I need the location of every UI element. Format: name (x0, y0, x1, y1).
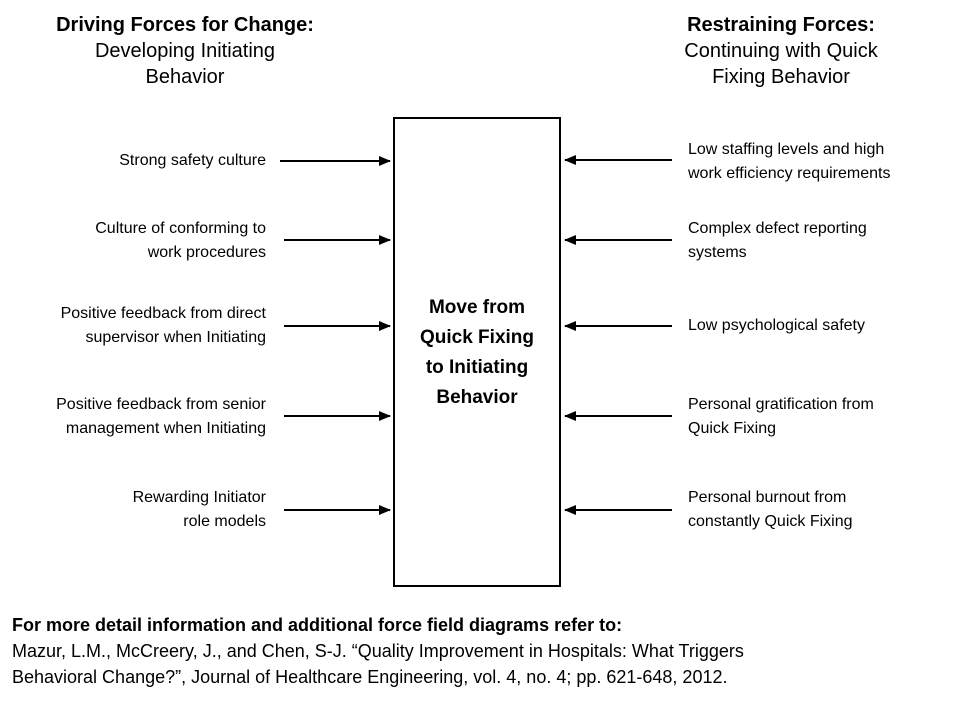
restraining-force-2-line1: Complex defect reporting (688, 220, 867, 237)
restraining-force-5: Personal burnout from constantly Quick F… (688, 486, 948, 534)
restraining-force-5-line1: Personal burnout from (688, 489, 847, 506)
change-goal-box (393, 117, 561, 587)
restraining-force-2-line2: systems (688, 244, 747, 261)
restraining-force-4: Personal gratification from Quick Fixing (688, 393, 948, 441)
driving-force-2-line2: work procedures (147, 244, 266, 261)
driving-force-2-line1: Culture of conforming to (95, 220, 266, 237)
reference-footer: For more detail information and addition… (12, 612, 952, 690)
driving-forces-header: Driving Forces for Change: Developing In… (20, 12, 350, 90)
restraining-forces-subtitle-line1: Continuing with Quick (684, 40, 878, 62)
driving-force-1: Strong safety culture (0, 149, 266, 173)
change-goal-line4: Behavior (436, 387, 518, 408)
change-goal-line2: Quick Fixing (419, 327, 535, 348)
restraining-force-5-line2: constantly Quick Fixing (688, 513, 853, 530)
driving-force-4-line2: management when Initiating (65, 420, 266, 437)
driving-force-2: Culture of conforming to work procedures (0, 217, 266, 265)
restraining-force-1-line2: work efficiency requirements (688, 165, 891, 182)
restraining-forces-header: Restraining Forces: Continuing with Quic… (616, 12, 946, 90)
driving-force-3-line2: supervisor when Initiating (85, 329, 266, 346)
restraining-force-2: Complex defect reporting systems (688, 217, 948, 265)
driving-force-5: Rewarding Initiator role models (0, 486, 266, 534)
restraining-force-3-line1: Low psychological safety (688, 317, 865, 334)
driving-force-5-line2: role models (183, 513, 266, 530)
driving-force-4: Positive feedback from senior management… (0, 393, 266, 441)
citation-line1: Mazur, L.M., McCreery, J., and Chen, S-J… (12, 641, 744, 661)
change-goal-line3: to Initiating (425, 357, 529, 378)
driving-force-4-line1: Positive feedback from senior (56, 396, 266, 413)
restraining-force-4-line1: Personal gratification from (688, 396, 874, 413)
driving-force-5-line1: Rewarding Initiator (132, 489, 266, 506)
driving-forces-subtitle-line1: Developing Initiating (94, 40, 276, 62)
restraining-force-3: Low psychological safety (688, 314, 948, 338)
restraining-forces-subtitle-line2: Fixing Behavior (712, 66, 850, 88)
restraining-force-1: Low staffing levels and high work effici… (688, 138, 948, 186)
change-goal-text: Move from Quick Fixing to Initiating Beh… (393, 293, 561, 413)
restraining-force-4-line2: Quick Fixing (688, 420, 777, 437)
driving-force-1-line1: Strong safety culture (119, 152, 266, 169)
restraining-force-1-line1: Low staffing levels and high (688, 141, 885, 158)
reference-heading: For more detail information and addition… (12, 615, 623, 635)
citation-line2: Behavioral Change?”, Journal of Healthca… (12, 667, 728, 687)
driving-forces-title: Driving Forces for Change: (56, 14, 314, 36)
change-goal-line1: Move from (428, 297, 526, 318)
restraining-forces-title: Restraining Forces: (687, 14, 875, 36)
driving-force-3-line1: Positive feedback from direct (60, 305, 266, 322)
driving-forces-subtitle-line2: Behavior (145, 66, 225, 88)
driving-force-3: Positive feedback from direct supervisor… (0, 302, 266, 350)
